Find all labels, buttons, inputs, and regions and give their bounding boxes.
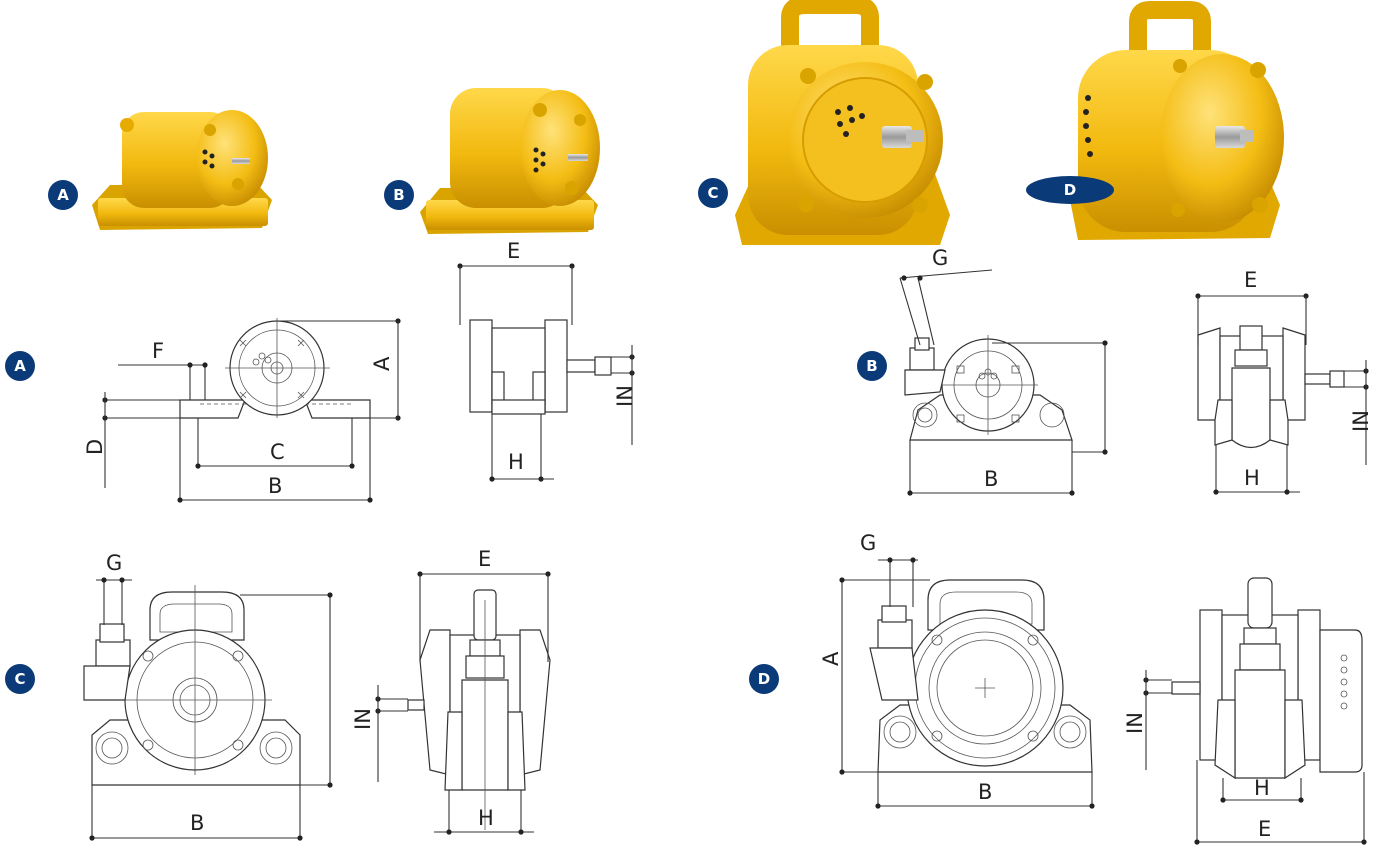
badge-photo-d: D — [1026, 176, 1114, 204]
photo-a — [92, 110, 272, 230]
circle-badge-icon — [5, 351, 35, 381]
drawing-c: C G B — [5, 547, 551, 841]
dimension-label: G — [860, 531, 876, 555]
badge-label: B — [866, 357, 877, 375]
badge-label: C — [14, 670, 25, 688]
drawing-d: D G A B — [749, 531, 1367, 845]
dimension-label: E — [1244, 268, 1257, 292]
badge-photo-c: C — [698, 178, 728, 208]
badge-label: C — [707, 184, 718, 202]
dimension-label: E — [478, 547, 491, 571]
dimension-label: A — [370, 356, 394, 371]
dimension-label: B — [190, 811, 204, 835]
badge-label: D — [1064, 181, 1076, 199]
dimension-label: D — [83, 439, 107, 455]
dimension-label: B — [978, 780, 992, 804]
dimension-label: C — [270, 440, 285, 464]
dimension-label: G — [106, 551, 122, 575]
dimension-label: B — [268, 474, 282, 498]
circle-badge-icon — [5, 664, 35, 694]
dimension-label: IN — [1349, 410, 1373, 432]
badge-label: A — [57, 186, 69, 204]
photo-d — [1070, 1, 1284, 240]
dimension-label: E — [507, 239, 520, 263]
circle-badge-icon — [1026, 176, 1114, 204]
dimension-label: IN — [351, 708, 375, 730]
circle-badge-icon — [698, 178, 728, 208]
dimension-label: B — [984, 467, 998, 491]
dimension-label: G — [932, 246, 948, 270]
badge-label: B — [393, 186, 404, 204]
dimension-label: IN — [1123, 712, 1147, 734]
drawing-a: A A D F C B — [5, 239, 637, 503]
dimension-label: F — [152, 339, 164, 363]
dimension-label: H — [1244, 466, 1260, 490]
badge-label: A — [14, 357, 26, 375]
dimension-label: E — [1258, 817, 1271, 841]
dimension-label: H — [508, 450, 524, 474]
drawing-b: B G B — [857, 246, 1373, 496]
circle-badge-icon — [384, 180, 414, 210]
badge-label: D — [758, 670, 770, 688]
dimension-label: A — [819, 651, 843, 666]
photo-b — [420, 88, 600, 234]
badge-photo-a: A — [48, 180, 78, 210]
circle-badge-icon — [48, 180, 78, 210]
dimension-label: IN — [613, 385, 637, 407]
circle-badge-icon — [857, 351, 887, 381]
circle-badge-icon — [749, 664, 779, 694]
photo-c — [735, 0, 950, 245]
dimension-label: H — [478, 806, 494, 830]
badge-photo-b: B — [384, 180, 414, 210]
dimension-label: H — [1254, 776, 1270, 800]
